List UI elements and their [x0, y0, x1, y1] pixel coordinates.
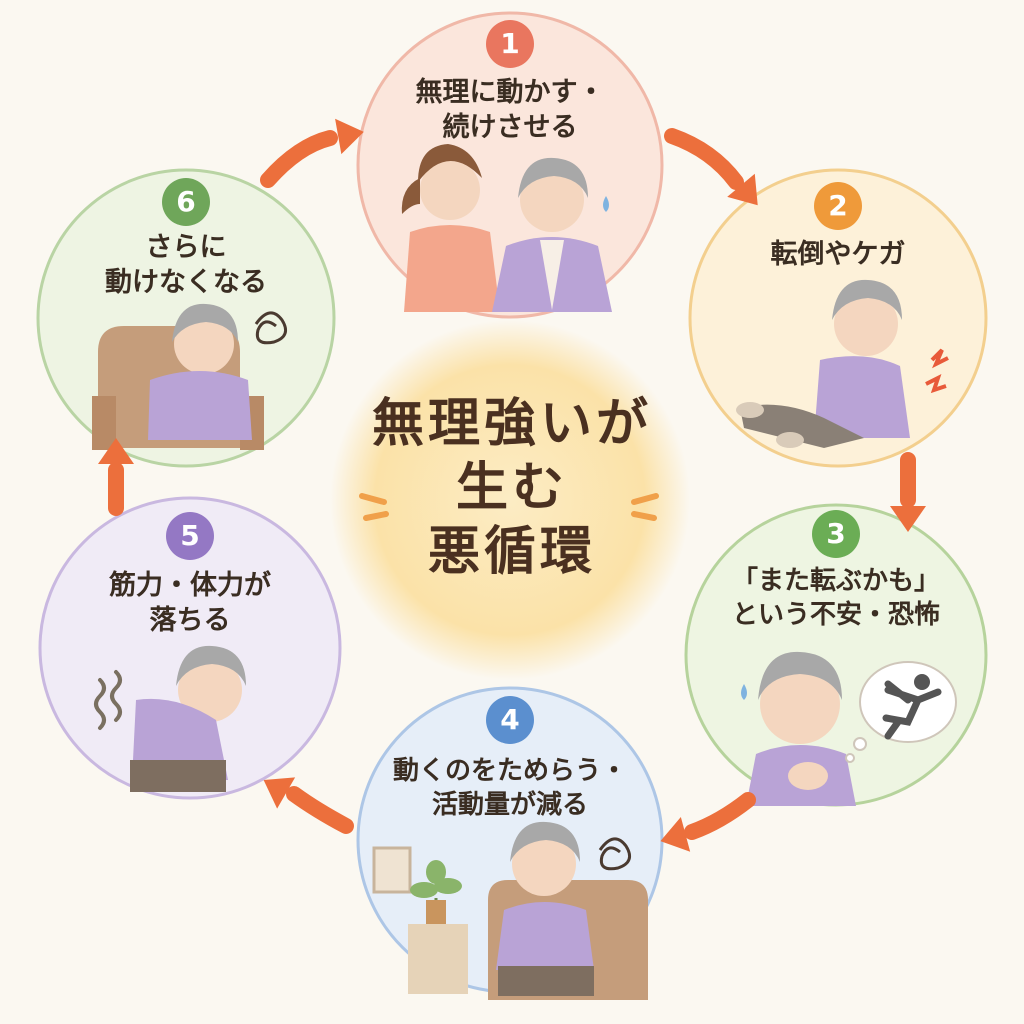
step-label-5-line-2: 落ちる: [149, 605, 231, 637]
center-title-line-3: 悪循環: [427, 522, 596, 582]
illustration-step-4: [372, 821, 648, 1000]
step-number-badge-1: 1: [486, 20, 534, 68]
cycle-arrow-head-6: [335, 118, 364, 155]
illustration-step-1: [401, 144, 612, 312]
step-label-1-line-1: 無理に動かす・: [415, 77, 605, 108]
step-label-4: 動くのをためらう・活動量が減る: [360, 755, 660, 823]
step-number-badge-4: 4: [486, 696, 534, 744]
fall-figure-thought-icon: [845, 661, 957, 763]
step-label-1: 無理に動かす・続けさせる: [360, 75, 660, 145]
illustration-step-6: [92, 303, 288, 450]
cycle-arrow-head-4: [263, 777, 296, 809]
step-label-4-line-2: 活動量が減る: [431, 789, 588, 820]
cycle-arrow-head-1: [727, 173, 758, 206]
step-number-badge-5: 5: [166, 512, 214, 560]
cycle-arrow-shaft-4: [286, 786, 354, 834]
step-label-3-line-1: 「また転ぶかも」: [731, 566, 940, 596]
step-label-6-line-2: 動けなくなる: [105, 267, 267, 299]
step-label-4-line-1: 動くのをためらう・: [392, 756, 627, 786]
illustration-step-2: [736, 279, 949, 448]
center-sparkles: [359, 493, 659, 521]
illustration-step-3: [741, 651, 957, 806]
step-label-6: さらに動けなくなる: [36, 230, 336, 300]
step-label-3-line-2: という不安・恐怖: [731, 599, 940, 630]
cycle-arrow-shaft-6: [260, 130, 338, 188]
step-label-1-line-2: 続けさせる: [442, 112, 578, 144]
center-title-line-2: 生む: [455, 458, 568, 518]
cycle-arrow-head-5: [98, 438, 134, 464]
cycle-arrow-shaft-3: [684, 792, 756, 840]
step-label-6-line-1: さらに: [145, 232, 227, 263]
step-label-2-line-1: 転倒やケガ: [770, 239, 906, 270]
step-label-3: 「また転ぶかも」という不安・恐怖: [686, 565, 986, 633]
step-label-5-line-1: 筋力・体力が: [109, 570, 271, 601]
worry-scribble-icon: [598, 837, 632, 871]
shake-lines-icon: [94, 670, 122, 730]
step-number-badge-6: 6: [162, 178, 210, 226]
worry-scribble-icon: [254, 311, 288, 345]
cycle-arrow-head-3: [660, 816, 691, 852]
cycle-arrow-head-2: [890, 506, 926, 532]
step-label-5: 筋力・体力が落ちる: [40, 568, 340, 638]
step-number-badge-3: 3: [812, 510, 860, 558]
step-circle-5: [38, 496, 342, 800]
cycle-arrow-shaft-1: [664, 128, 744, 190]
illustration-step-5: [94, 645, 246, 792]
center-title: 無理強いが 生む 悪循環: [352, 392, 672, 584]
center-glow: [330, 320, 690, 680]
step-number-badge-2: 2: [814, 182, 862, 230]
center-title-line-1: 無理強いが: [371, 394, 652, 454]
step-label-2: 転倒やケガ: [688, 237, 988, 272]
